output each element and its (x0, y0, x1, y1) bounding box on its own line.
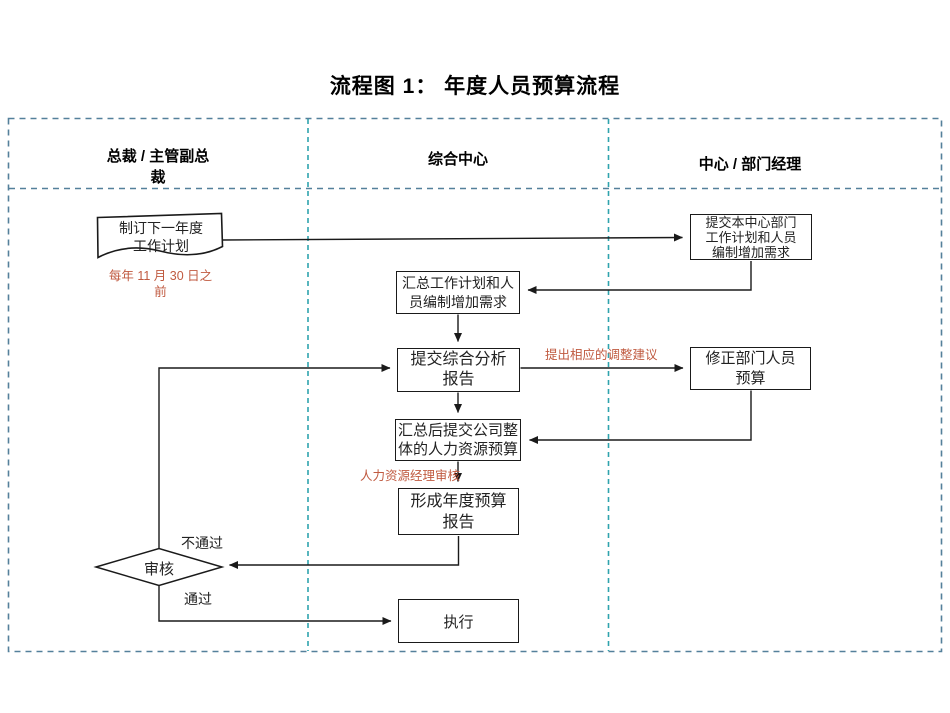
document-shape (96, 212, 224, 259)
node-execute: 执行 (398, 599, 519, 643)
node-form-annual-report: 形成年度预算 报告 (398, 488, 519, 535)
connector-pass-to-execute (158, 586, 392, 625)
node-submit-overall-budget: 汇总后提交公司整 体的人力资源预算 (395, 419, 521, 461)
lane-header-president: 总裁 / 主管副总 裁 (106, 148, 210, 186)
decision-diamond (93, 547, 225, 587)
connector-deptplan-to-summary (527, 261, 752, 294)
label-not-pass: 不通过 (181, 535, 223, 551)
connector-notpass-loop (158, 364, 391, 548)
node-submit-dept-plan: 提交本中心部门 工作计划和人员 编制增加需求 (690, 214, 812, 260)
annotation-deadline: 每年 11 月 30 日之 前 (108, 269, 213, 299)
swimlane-frame (7, 117, 943, 653)
lane-header-center: 综合中心 (427, 151, 488, 168)
node-review-label: 审核 (143, 561, 174, 578)
connector-plan-to-deptplan (221, 233, 683, 242)
node-summarize-plan: 汇总工作计划和人 员编制增加需求 (396, 271, 520, 314)
node-revise-budget: 修正部门人员 预算 (690, 347, 811, 390)
node-submit-analysis: 提交综合分析 报告 (397, 348, 520, 392)
annotation-hr-review: 人力资源经理审核 (360, 469, 461, 483)
connector-revise-to-overall (529, 390, 752, 444)
label-pass: 通过 (184, 591, 212, 607)
connector-report-to-review (229, 536, 460, 569)
lane-header-manager: 中心 / 部门经理 (698, 156, 802, 173)
page-title: 流程图 1： 年度人员预算流程 (329, 75, 621, 98)
annotation-adjustment: 提出相应的调整建议 (545, 348, 658, 362)
node-make-plan: 制订下一年度 工作计划 (119, 220, 203, 254)
